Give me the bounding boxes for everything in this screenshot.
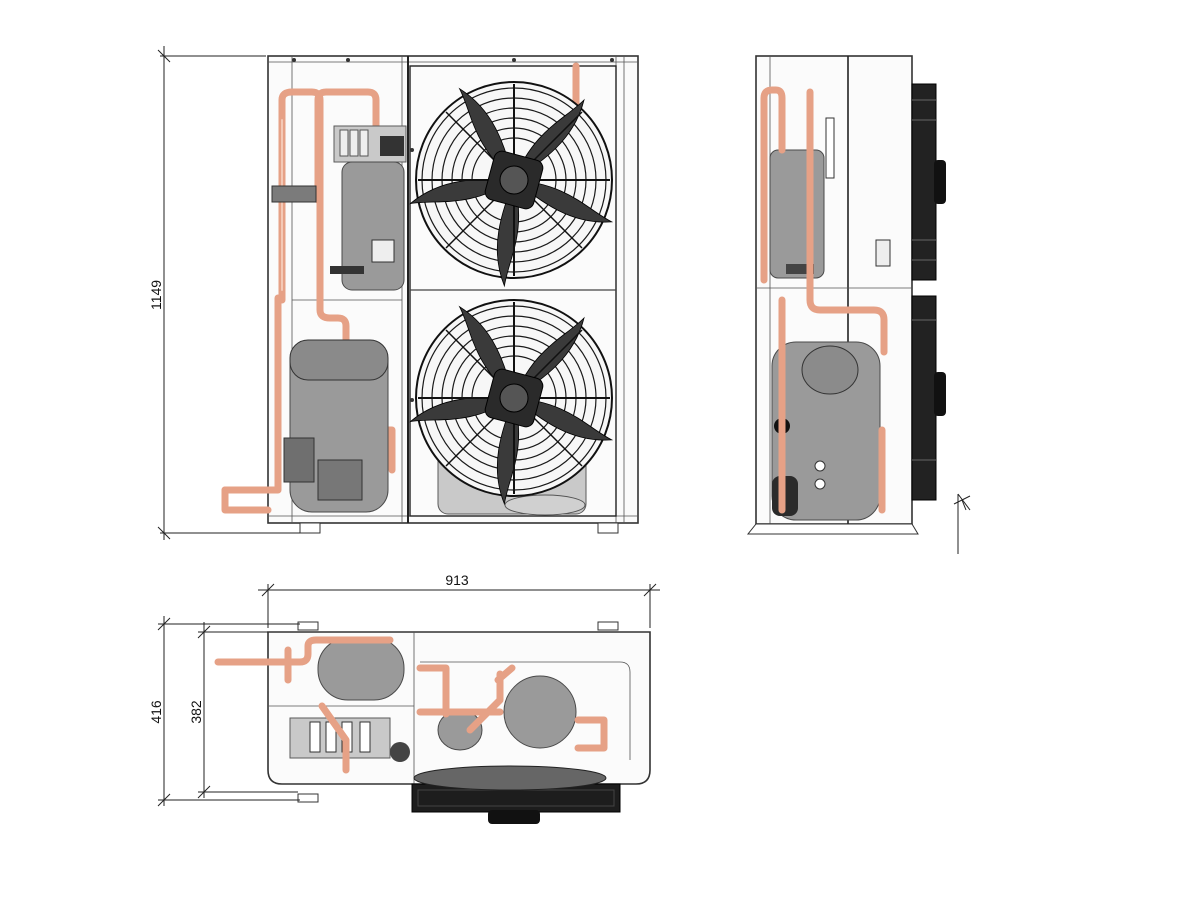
height-label: 1149	[148, 280, 164, 310]
top-view	[214, 621, 651, 824]
side-view	[746, 55, 946, 535]
orientation-mark	[953, 493, 971, 554]
side-fan-lower	[911, 295, 937, 501]
inner-depth-label: 382	[188, 700, 204, 724]
front-view	[221, 55, 639, 534]
filter-drier	[271, 185, 317, 203]
depth-dimensions: 416 382	[148, 616, 300, 807]
side-receiver	[769, 149, 825, 279]
depth-label: 416	[148, 700, 164, 724]
top-electrical-terminals	[289, 717, 391, 759]
width-dimension: 913	[258, 572, 660, 628]
top-compressor-left	[317, 637, 405, 701]
width-label: 913	[445, 572, 469, 588]
top-receiver	[503, 675, 577, 749]
height-dimension: 1149	[148, 46, 300, 540]
side-fan-upper	[911, 83, 937, 281]
